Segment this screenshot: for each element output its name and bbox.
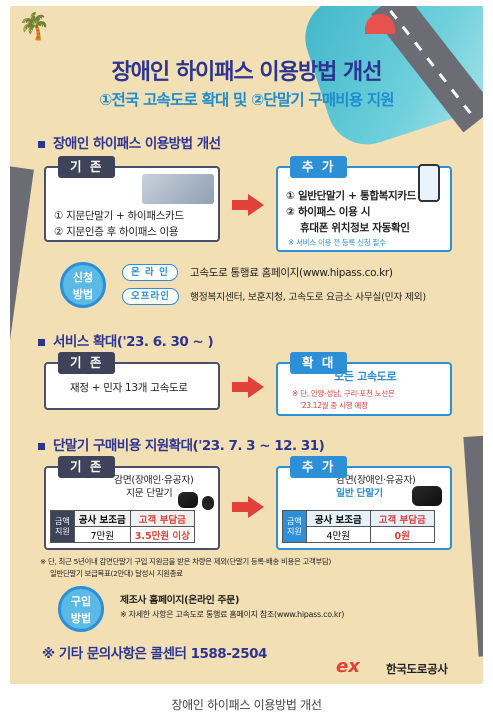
- poster-title: 장애인 하이패스 이용방법 개선: [111, 60, 382, 85]
- arrow-icon: [232, 194, 266, 216]
- fingerprint-key-icon: [202, 496, 214, 510]
- section2-new-note1: ※ 단, 안양-성남, 구리-포천 노선은: [292, 389, 395, 398]
- phone-icon: [418, 164, 440, 202]
- section3-footnote2: 일반단말기 보급목표(2만대) 달성시 지원종료: [50, 569, 183, 578]
- section1-new-item2: ② 하이패스 이용 시: [286, 206, 371, 218]
- section2-new-tag: 확 대: [290, 352, 348, 374]
- section3-old-title2: 지문 단말기: [126, 488, 173, 499]
- section2-heading: 서비스 확대('23. 6. 30 ~ ): [38, 330, 214, 350]
- poster-subtitle: ①전국 고속도로 확대 및 ②단말기 구매비용 지원: [99, 91, 394, 109]
- section3-new-tag: 추 가: [290, 456, 348, 478]
- card-photo: [142, 174, 214, 204]
- purchase-method-badge: 구입 방법: [58, 586, 104, 632]
- image-caption: 장애인 하이패스 이용방법 개선: [171, 698, 322, 712]
- section1-old-item2: ② 지문인증 후 하이패스 이용: [54, 226, 179, 238]
- purchase-note: ※ 자세한 사항은 고속도로 통행료 홈페이지 참조(www.hipass.co…: [120, 610, 345, 619]
- section3-heading-text: 단말기 구매비용 지원확대('23. 7. 3 ~ 12. 31): [53, 438, 325, 454]
- bullet-icon: [38, 338, 45, 346]
- purchase-label-line1: 구입: [70, 595, 92, 608]
- umbrella-icon: [365, 14, 395, 34]
- apply-label-line2: 방법: [72, 288, 94, 301]
- offline-pill: 오프라인: [122, 288, 179, 305]
- section3-footnote1: ※ 단, 최근 5년이내 감면단말기 구입 지원금을 받은 차량은 제외(단말기…: [40, 557, 332, 566]
- section1-new-tag: 추 가: [290, 156, 348, 178]
- section1-old-item1: ① 지문단말기 + 하이패스카드: [54, 210, 184, 222]
- old-subsidy: 7만원: [73, 526, 131, 543]
- fee-label-line2: 지원: [287, 526, 302, 536]
- purchase-text: 제조사 홈페이지(온라인 주문): [120, 595, 240, 606]
- section1-old-tag: 기 존: [58, 156, 116, 178]
- section3-old-tag: 기 존: [58, 456, 116, 478]
- purchase-label-line2: 방법: [70, 612, 92, 625]
- section3-new-title2: 일반 단말기: [336, 488, 383, 499]
- bullet-icon: [38, 140, 45, 148]
- col-subsidy: 공사 보조금: [305, 510, 371, 527]
- section2-old-tag: 기 존: [58, 352, 116, 374]
- col-subsidy: 공사 보조금: [73, 510, 131, 527]
- section2-old-text: 재정 + 민자 13개 고속도로: [70, 382, 188, 394]
- fingerprint-device-icon: [178, 492, 198, 508]
- old-customer: 3.5만원 이상: [129, 526, 195, 543]
- new-customer: 0원: [369, 526, 435, 543]
- arrow-icon: [232, 496, 266, 518]
- fee-label-line1: 금액: [287, 516, 302, 526]
- arrow-icon: [232, 376, 266, 398]
- section3-heading: 단말기 구매비용 지원확대('23. 7. 3 ~ 12. 31): [38, 434, 325, 454]
- section3-old-title1: 감면(장애인·유공자): [114, 475, 194, 486]
- apply-label-line1: 신청: [72, 271, 94, 284]
- road-left-decoration: [10, 164, 34, 428]
- ex-logo-icon: ex: [336, 656, 360, 677]
- bullet-icon: [38, 442, 45, 450]
- brand-name: 한국도로공사: [386, 662, 448, 676]
- section1-old-box: ① 지문단말기 + 하이패스카드 ② 지문인증 후 하이패스 이용: [44, 166, 220, 242]
- section1-heading-text: 장애인 하이패스 이용방법 개선: [53, 136, 221, 152]
- section1-new-note: ※ 서비스 이용 전 등록 신청 필수: [288, 238, 386, 247]
- fee-label-line2: 지원: [55, 526, 70, 536]
- section2-new-note2: '23.12월 중 시행 예정: [300, 401, 368, 410]
- col-customer: 고객 부담금: [369, 510, 435, 527]
- section1-new-item3: 휴대폰 위치정보 자동확인: [300, 222, 410, 234]
- hipass-device-icon: [412, 486, 442, 506]
- section1-new-box: ① 일반단말기 + 통합복지카드 ② 하이패스 이용 시 휴대폰 위치정보 자동…: [276, 164, 452, 252]
- fee-label-line1: 금액: [55, 516, 70, 526]
- apply-method-badge: 신청 방법: [60, 262, 106, 308]
- section2-new-text: 모든 고속도로: [334, 370, 397, 383]
- section1-heading: 장애인 하이패스 이용방법 개선: [38, 132, 221, 152]
- section3-new-title1: 감면(장애인·유공자): [336, 475, 416, 486]
- road-right-decoration: [463, 435, 483, 657]
- col-customer: 고객 부담금: [129, 510, 195, 527]
- online-pill: 온 라 인: [122, 264, 178, 281]
- new-subsidy: 4만원: [305, 526, 371, 543]
- online-text: 고속도로 통행료 홈페이지(www.hipass.co.kr): [190, 267, 393, 279]
- section2-heading-text: 서비스 확대('23. 6. 30 ~ ): [53, 334, 214, 350]
- section1-new-item1: ① 일반단말기 + 통합복지카드: [286, 190, 417, 202]
- palm-icon: 🌴: [18, 12, 51, 42]
- section2-new-box: 모든 고속도로 ※ 단, 안양-성남, 구리-포천 노선은 '23.12월 중 …: [276, 362, 452, 416]
- offline-text: 행정복지센터, 보훈지청, 고속도로 요금소 사무실(민자 제외): [190, 292, 426, 303]
- contact-info: ※ 기타 문의사항은 콜센터 1588-2504: [42, 646, 267, 662]
- poster: 🌴 장애인 하이패스 이용방법 개선 ①전국 고속도로 확대 및 ②단말기 구매…: [10, 6, 483, 684]
